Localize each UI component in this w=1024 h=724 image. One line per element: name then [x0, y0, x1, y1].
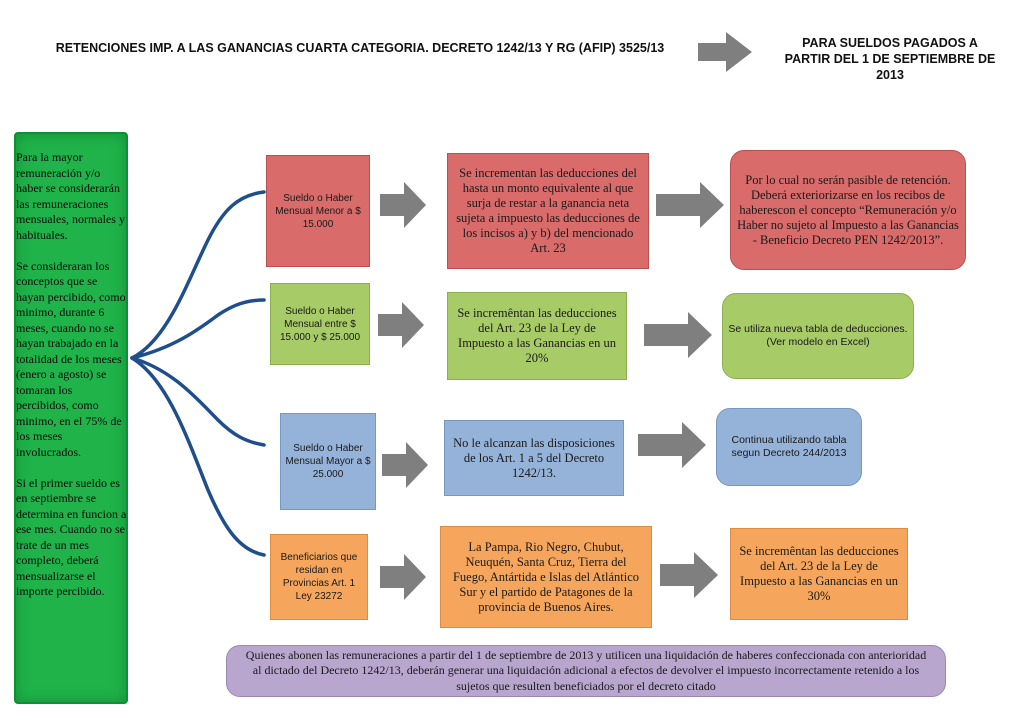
category-box-4: Beneficiarios que residan en Provincias …: [270, 534, 368, 620]
brace-connector: [130, 190, 266, 557]
arrow-icon: [638, 422, 706, 468]
category-box-2: Sueldo o Haber Mensual entre $ 15.000 y …: [270, 283, 370, 365]
arrow-icon: [380, 554, 426, 600]
result-box-3: Continua utilizando tabla segun Decreto …: [716, 408, 862, 486]
sidebar-panel: [14, 132, 128, 704]
page-title: RETENCIONES IMP. A LAS GANANCIAS CUARTA …: [55, 41, 665, 55]
category-box-1: Sueldo o Haber Mensual Menor a $ 15.000: [266, 155, 370, 267]
result-box-4: Se incremêntan las deducciones del Art. …: [730, 528, 908, 620]
arrow-icon: [644, 312, 712, 358]
result-box-1: Por lo cual no serán pasible de retenció…: [730, 150, 966, 270]
category-box-3: Sueldo o Haber Mensual Mayor a $ 25.000: [280, 413, 376, 510]
result-box-2: Se utiliza nueva tabla de deducciones. (…: [722, 293, 914, 379]
page-subtitle: PARA SUELDOS PAGADOS A PARTIR DEL 1 DE S…: [784, 36, 996, 82]
arrow-icon: [656, 182, 724, 228]
bottom-note: Quienes abonen las remuneraciones a part…: [226, 645, 946, 697]
header-arrow-icon: [698, 32, 752, 72]
deduction-box-4: La Pampa, Rio Negro, Chubut, Neuquén, Sa…: [440, 526, 652, 628]
deduction-box-3: No le alcanzan las disposiciones de los …: [444, 420, 624, 496]
deduction-box-1: Se incrementan las deducciones del hasta…: [447, 153, 649, 269]
arrow-icon: [660, 552, 718, 598]
arrow-icon: [380, 182, 426, 228]
arrow-icon: [378, 302, 424, 348]
arrow-icon: [382, 442, 428, 488]
sidebar-text: Para la mayor remuneración y/o haber se …: [16, 150, 127, 598]
deduction-box-2: Se incremêntan las deducciones del Art. …: [447, 292, 627, 380]
